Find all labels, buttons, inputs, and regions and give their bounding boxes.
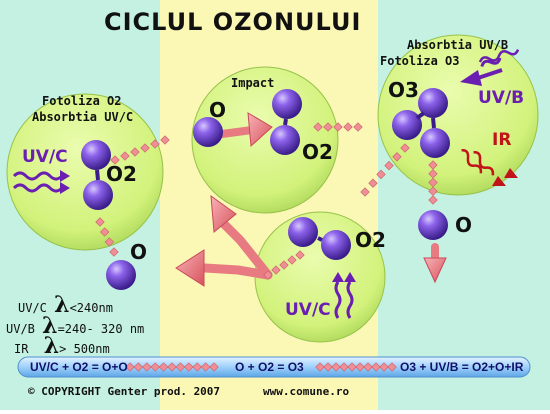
center-atom-label: O (209, 98, 227, 122)
dotted-arrow-left-down (95, 217, 119, 257)
left-atom-label: O (130, 240, 148, 264)
copyright-text: © COPYRIGHT Genter prod. 2007 (28, 385, 221, 398)
dotted-arrow-right-down (428, 160, 438, 205)
equation-arrow-1 (125, 362, 219, 372)
legend-uvc-prefix: UV/C (18, 301, 47, 315)
legend-ir: IR λ> 500nm (14, 333, 110, 359)
legend-uvb: UV/B λ=240- 320 nm (6, 313, 144, 339)
lambda-symbol-2: λ (42, 313, 58, 339)
left-o2-atom-2 (83, 180, 113, 210)
right-o-atom (418, 210, 448, 240)
atoms (81, 88, 450, 290)
center-o2-atom-1 (272, 89, 302, 119)
right-o3-atom-3 (420, 128, 450, 158)
dotted-arrow-bottom-left (263, 250, 305, 280)
website-link[interactable]: www.comune.ro (263, 385, 350, 398)
left-label-absorption: Absorbtia UV/C (32, 110, 134, 124)
left-o-atom (106, 260, 136, 290)
left-uvc-wave-1 (12, 171, 64, 181)
left-label-photolysis: Fotoliza O2 (42, 94, 122, 108)
left-bubble (6, 93, 164, 251)
legend-ir-range: > 500nm (59, 342, 110, 356)
center-molecule-label: O2 (302, 140, 333, 164)
dotted-arrows (95, 122, 438, 280)
left-molecule-label: O2 (106, 162, 137, 186)
bottom-uv-label: UV/C (285, 300, 331, 320)
right-bubble (377, 34, 539, 196)
dotted-arrow-center-right (313, 122, 363, 132)
radiation-arrows (12, 49, 520, 319)
right-molecule-label: O3 (388, 78, 419, 102)
equation-1: UV/C + O2 = O+O (30, 360, 128, 374)
right-ir-label: IR (492, 130, 512, 150)
bottom-o2-atom-1 (288, 217, 318, 247)
equation-2: O + O2 = O3 (235, 360, 304, 374)
legend-uvb-prefix: UV/B (6, 322, 35, 336)
right-label-photolysis: Fotoliza O3 (380, 54, 460, 68)
left-o2-atom-1 (81, 140, 111, 170)
equation-bar-arrows (125, 362, 397, 372)
legend-uvc: UV/C λ<240nm (18, 292, 113, 318)
center-o2-atom-2 (270, 125, 300, 155)
right-label-absorption: Absorbtia UV/B (407, 38, 509, 52)
right-o3-atom-1 (418, 88, 448, 118)
center-label-impact: Impact (231, 76, 275, 90)
equation-3: O3 + UV/B = O2+O+IR (400, 360, 524, 374)
bottom-molecule-label: O2 (355, 228, 386, 252)
legend-uvb-range: =240- 320 nm (57, 322, 145, 336)
center-o-atom (193, 117, 223, 147)
dotted-arrow-right-to-bottom (360, 143, 410, 197)
legend-ir-prefix: IR (14, 342, 29, 356)
diagram-title: CICLUL OZONULUI (104, 8, 362, 36)
legend-uvc-range: <240nm (69, 301, 113, 315)
bottom-o2-atom-2 (321, 230, 351, 260)
lambda-symbol-3: λ (43, 333, 60, 359)
right-o3-atom-2 (392, 110, 422, 140)
equation-arrow-2 (315, 362, 397, 372)
lambda-symbol-1: λ (54, 292, 70, 318)
dotted-arrow-left-up (110, 135, 170, 165)
left-uvc-wave-2 (12, 183, 64, 193)
reaction-arrows (175, 112, 447, 287)
right-uv-label: UV/B (478, 88, 525, 108)
right-atom-label: O (455, 213, 473, 237)
left-uv-label: UV/C (22, 147, 68, 167)
equation-bar (17, 356, 531, 378)
